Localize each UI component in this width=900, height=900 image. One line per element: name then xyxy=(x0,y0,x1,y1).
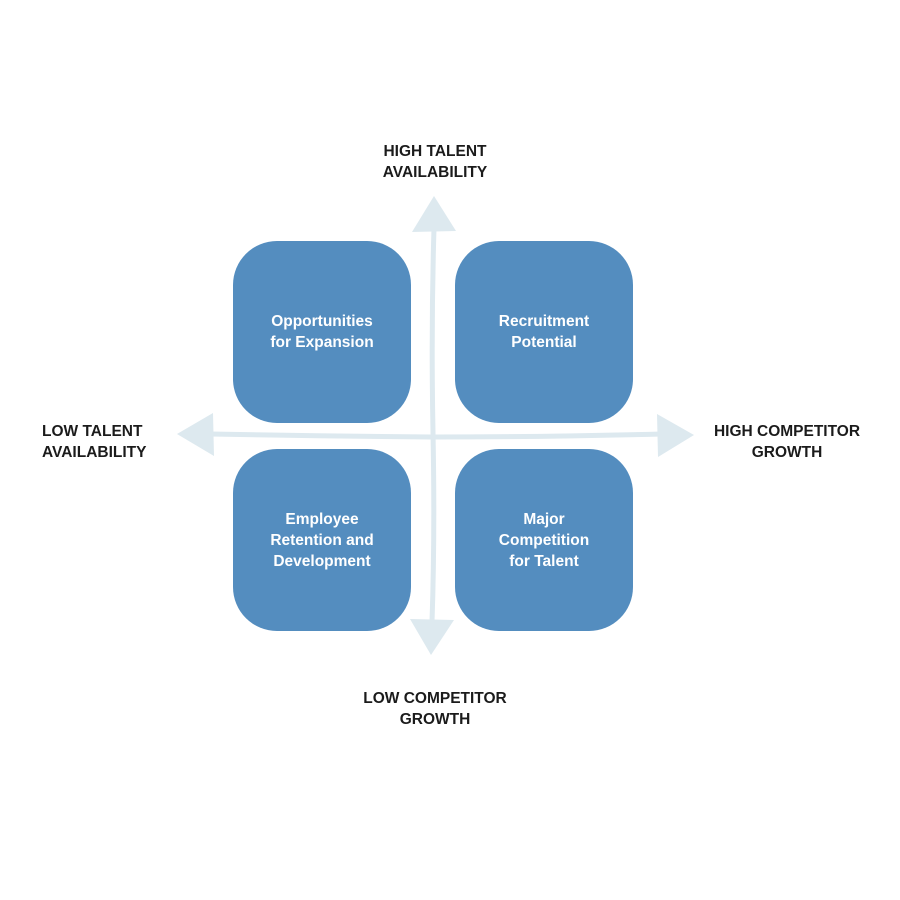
axis-label-top: HIGH TALENT AVAILABILITY xyxy=(382,143,488,181)
vertical-axis-shaft xyxy=(429,225,437,625)
up-arrow-head xyxy=(412,196,456,232)
left-arrow-head xyxy=(177,413,214,456)
horizontal-axis xyxy=(177,413,694,457)
quadrant-bottom-right: Major Competition for Talent xyxy=(455,449,633,631)
quadrant-bottom-left: Employee Retention and Development xyxy=(233,449,411,631)
axis-label-bottom: LOW COMPETITOR GROWTH xyxy=(363,690,507,728)
quadrant-bottom-right-label: Major Competition for Talent xyxy=(498,510,590,570)
vertical-axis xyxy=(410,196,456,655)
quadrant-top-left-label: Opportunities for Expansion xyxy=(270,313,374,351)
axis-label-left: LOW TALENT AVAILABILITY xyxy=(42,423,147,461)
down-arrow-head xyxy=(410,619,454,655)
axis-label-right: HIGH COMPETITOR GROWTH xyxy=(713,423,861,461)
quadrant-bottom-left-label: Employee Retention and Development xyxy=(270,510,374,570)
horizontal-axis-shaft xyxy=(207,431,665,440)
quadrant-top-right-label: Recruitment Potential xyxy=(498,313,590,351)
quadrant-top-left: Opportunities for Expansion xyxy=(233,241,411,423)
right-arrow-head xyxy=(657,414,694,457)
quadrant-top-right: Recruitment Potential xyxy=(455,241,633,423)
